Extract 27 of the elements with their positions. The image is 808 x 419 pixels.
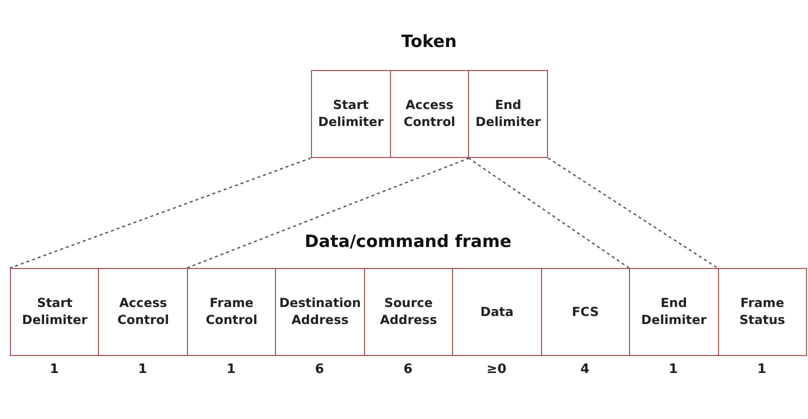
byte-count: 4 — [579, 362, 590, 377]
group-title: Data/command frame — [304, 232, 512, 252]
dashed-connector — [468, 157, 630, 269]
frame-field: Start Delimiter — [10, 268, 100, 356]
frame-field: End Delimiter — [468, 70, 548, 158]
frame-field: FCS — [540, 268, 630, 356]
frame-field: Source Address — [364, 268, 454, 356]
byte-count: 1 — [48, 362, 60, 377]
frame-field: Frame Status — [718, 268, 807, 356]
frame-field: Access Control — [390, 70, 470, 158]
byte-count: 6 — [314, 362, 326, 377]
frame-field: Access Control — [98, 268, 188, 356]
dashed-connector — [548, 157, 718, 269]
frame-field: Data — [452, 268, 542, 356]
frame-field: Start Delimiter — [311, 70, 391, 158]
byte-count: 1 — [756, 362, 768, 377]
frame-field: Destination Address — [275, 268, 365, 356]
byte-count: ≥0 — [485, 362, 508, 377]
frame-field: End Delimiter — [629, 268, 719, 356]
byte-count: 1 — [137, 362, 148, 377]
byte-count: 6 — [402, 362, 414, 377]
dashed-connector — [10, 157, 312, 269]
byte-count: 1 — [226, 362, 237, 377]
group-title: Token — [400, 32, 458, 52]
byte-count: 1 — [668, 362, 679, 377]
dashed-connector — [186, 157, 470, 269]
frame-field: Frame Control — [186, 268, 276, 356]
